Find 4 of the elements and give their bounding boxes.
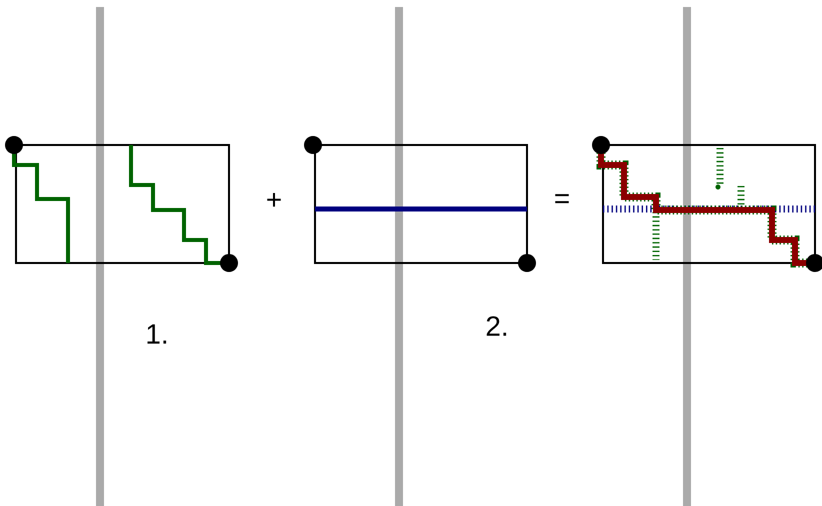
label: = [555, 194, 569, 204]
label: 1. [148, 324, 166, 344]
label: + [267, 192, 281, 207]
label: 2. [486, 316, 506, 336]
